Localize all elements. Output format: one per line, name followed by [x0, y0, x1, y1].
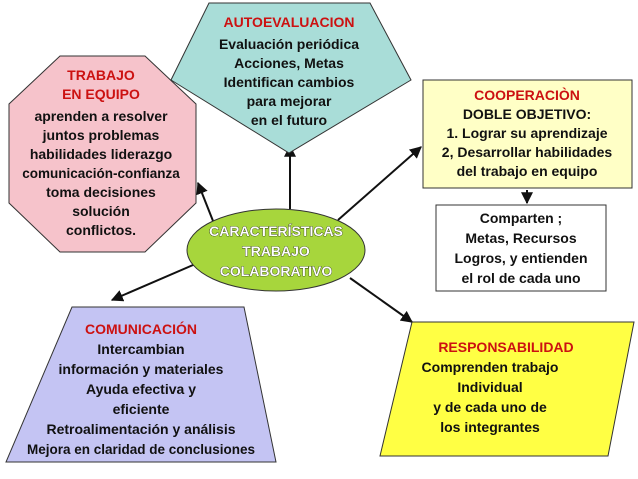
autoevaluacion-line: Evaluación periódica: [219, 36, 359, 52]
responsabilidad-line: Individual: [457, 379, 522, 395]
comunicacion-line: Retroalimentación y análisis: [46, 421, 235, 437]
trabajo-equipo-line: habilidades liderazgo: [30, 146, 172, 162]
comunicacion-shape: [5, 306, 277, 463]
comparten-line: Comparten ;: [480, 210, 562, 226]
trabajo-equipo-node: TRABAJO EN EQUIPO aprenden a resolver ju…: [8, 55, 197, 253]
autoevaluacion-title: AUTOEVALUACION: [224, 14, 355, 30]
comunicacion-line: Mejora en claridad de conclusiones: [27, 442, 255, 457]
comunicacion-line: información y materiales: [59, 361, 224, 377]
comunicacion-line: Intercambian: [97, 341, 184, 357]
trabajo-equipo-line: aprenden a resolver: [34, 108, 168, 124]
autoevaluacion-node: AUTOEVALUACION Evaluación periódica Acci…: [170, 2, 412, 154]
comunicacion-title: COMUNICACIÓN: [85, 320, 197, 337]
trabajo-equipo-line: conflictos.: [66, 222, 136, 238]
responsabilidad-line: y de cada uno de: [433, 399, 547, 415]
center-line: COLABORATIVO: [220, 263, 333, 279]
comunicacion-line: eficiente: [113, 401, 170, 417]
center-shape: [186, 208, 366, 292]
cooperacion-title: COOPERACIÒN: [474, 86, 580, 103]
autoevaluacion-line: para mejorar: [247, 93, 332, 109]
arrow-to-cooperacion: [337, 146, 422, 221]
responsabilidad-shape: [379, 321, 635, 457]
cooperacion-line: 1. Lograr su aprendizaje: [446, 125, 607, 141]
cooperacion-line: DOBLE OBJETIVO:: [463, 106, 591, 122]
trabajo-equipo-shape: [8, 55, 197, 253]
comparten-node: Comparten ; Metas, Recursos Logros, y en…: [435, 204, 607, 292]
cooperacion-line: del trabajo en equipo: [457, 163, 598, 179]
comparten-line: el rol de cada uno: [461, 270, 580, 286]
connector-arrows: [110, 144, 533, 323]
trabajo-equipo-title: EN EQUIPO: [62, 86, 140, 102]
trabajo-equipo-line: toma decisiones: [46, 184, 156, 200]
cooperacion-line: 2, Desarrollar habilidades: [442, 144, 613, 160]
comunicacion-line: Ayuda efectiva y: [86, 381, 196, 397]
autoevaluacion-line: en el futuro: [251, 112, 327, 128]
trabajo-equipo-line: solución: [72, 203, 130, 219]
autoevaluacion-shape: [170, 2, 412, 154]
arrow-to-trabajo-equipo: [196, 181, 216, 227]
center-line: CARACTERÍSTICAS: [209, 223, 343, 239]
comparten-line: Metas, Recursos: [465, 230, 576, 246]
trabajo-equipo-title: TRABAJO: [67, 67, 135, 83]
center-line: TRABAJO: [242, 243, 310, 259]
responsabilidad-title: RESPONSABILIDAD: [438, 339, 573, 355]
arrow-to-responsabilidad: [349, 277, 413, 323]
center-node: CARACTERÍSTICAS TRABAJO COLABORATIVO: [186, 208, 366, 292]
trabajo-equipo-line: comunicación-confianza: [22, 166, 180, 181]
arrow-to-comunicacion: [110, 261, 201, 302]
comparten-shape: [435, 204, 607, 292]
autoevaluacion-line: Acciones, Metas: [234, 55, 344, 71]
comparten-line: Logros, y entienden: [454, 250, 587, 266]
responsabilidad-node: RESPONSABILIDAD Comprenden trabajo Indiv…: [379, 321, 635, 457]
responsabilidad-line: los integrantes: [440, 419, 540, 435]
cooperacion-shape: [422, 79, 633, 189]
autoevaluacion-line: Identifican cambios: [224, 74, 355, 90]
cooperacion-node: COOPERACIÒN DOBLE OBJETIVO: 1. Lograr su…: [422, 79, 633, 189]
comunicacion-node: COMUNICACIÓN Intercambian información y …: [5, 306, 277, 463]
trabajo-equipo-line: juntos problemas: [42, 127, 160, 143]
responsabilidad-line: Comprenden trabajo: [422, 359, 559, 375]
